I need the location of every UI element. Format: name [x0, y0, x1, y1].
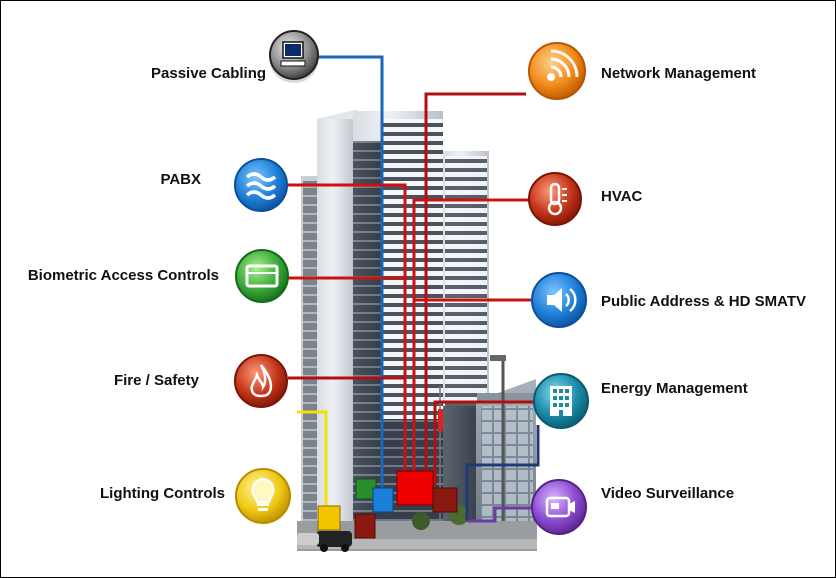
- passive-cabling-link: [307, 55, 384, 511]
- connection-lines: [287, 55, 540, 523]
- video-camera-icon: [531, 479, 587, 535]
- label-pabx: PABX: [160, 171, 201, 188]
- label-biometric-access-controls: Biometric Access Controls: [27, 267, 219, 284]
- video-surveillance-link: [467, 506, 535, 523]
- computer-monitor-icon: [269, 30, 319, 83]
- hub-red: [396, 470, 434, 506]
- light-bulb-icon: [235, 468, 291, 524]
- label-network-management: Network Management: [601, 65, 757, 82]
- hub-blue: [372, 487, 394, 513]
- label-public-address: Public Address & HD SMATV: [601, 293, 807, 310]
- label-lighting-controls: Lighting Controls: [100, 485, 225, 502]
- label-fire-safety: Fire / Safety: [113, 372, 199, 389]
- flame-icon: [234, 354, 288, 408]
- energy-management-link: [433, 400, 538, 486]
- hub-maroon-small: [354, 513, 376, 539]
- waves-icon: [234, 158, 288, 212]
- pabx-link: [287, 183, 407, 491]
- speaker-icon: [531, 272, 587, 328]
- label-video-surveillance: Video Surveillance: [601, 485, 735, 502]
- lighting-link: [297, 410, 328, 506]
- label-passive-cabling: Passive Cabling: [151, 65, 267, 82]
- system-hubs: [317, 470, 458, 539]
- hub-yellow: [317, 505, 341, 531]
- building-grid-icon: [533, 373, 589, 429]
- label-energy-management: Energy Management: [601, 380, 748, 397]
- network-management-link: [424, 92, 526, 471]
- energy-management-data-link: [465, 425, 540, 521]
- access-card-icon: [235, 249, 289, 303]
- hvac-link: [412, 198, 530, 491]
- label-hvac: HVAC: [601, 188, 643, 205]
- thermometer-icon: [528, 172, 582, 226]
- hub-maroon: [432, 487, 458, 513]
- signal-broadcast-icon: [528, 42, 586, 100]
